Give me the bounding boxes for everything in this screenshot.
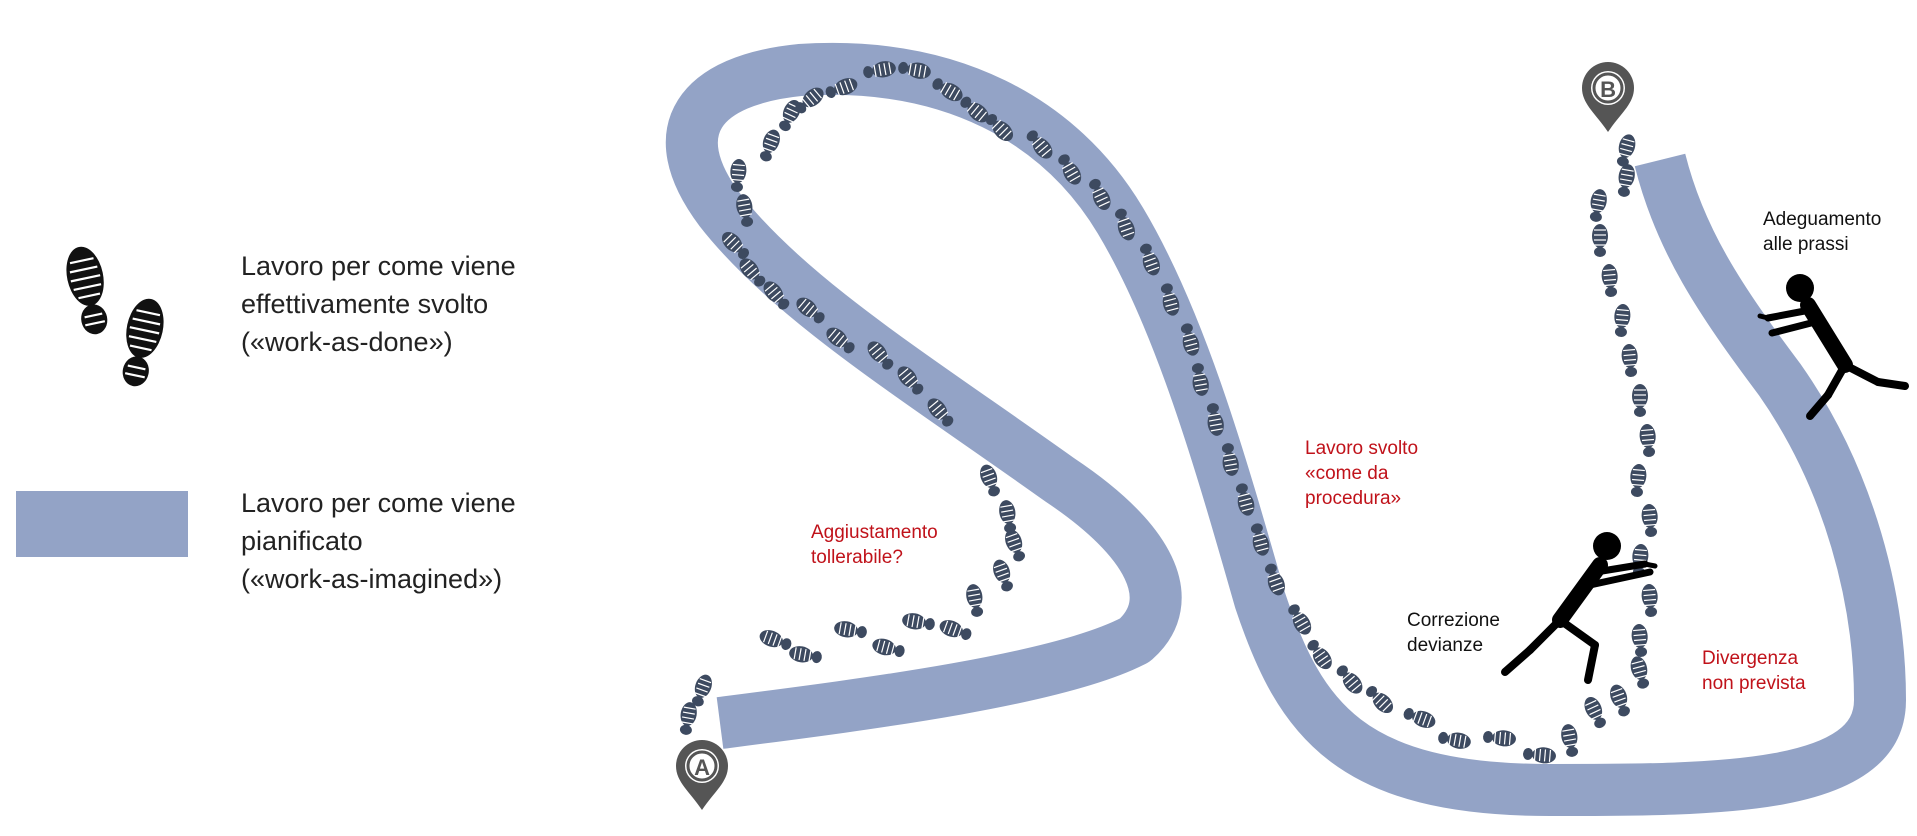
footprint-icon	[985, 113, 1014, 142]
footprint-icon	[1592, 224, 1608, 257]
footprint-icon	[939, 620, 972, 640]
footprint-icon	[1614, 304, 1631, 337]
footprint-icon	[1250, 523, 1270, 556]
footprint-icon	[1617, 164, 1635, 197]
footprint-icon	[999, 500, 1017, 533]
footprint-icon	[1058, 154, 1082, 185]
footprint-icon	[1191, 363, 1209, 396]
footprint-icon	[960, 96, 989, 123]
footprint-icon	[1616, 134, 1636, 167]
footprint-icon	[1483, 730, 1516, 747]
footprint-icon	[1641, 584, 1658, 617]
footprint-icon	[795, 87, 824, 114]
footprint-icon	[834, 621, 867, 639]
footprint-icon	[1235, 483, 1255, 516]
footprint-icon	[867, 341, 894, 370]
footprint-icon	[760, 129, 780, 162]
annotation-adjustment: Aggiustamento tollerabile?	[811, 522, 938, 568]
annotation-alignment: Adeguamento alle prassi	[1763, 209, 1882, 255]
footprint-icon	[1632, 384, 1648, 417]
footprint-icon	[721, 231, 750, 260]
footprint-icon	[966, 584, 984, 617]
footprint-icon	[1403, 708, 1436, 728]
annotation-procedure: Lavoro svolto «come da procedura»	[1305, 438, 1419, 509]
footprint-icon	[736, 194, 754, 227]
start-marker: A	[676, 740, 728, 810]
footprint-icon	[1265, 563, 1285, 596]
footprint-icon	[1160, 283, 1180, 316]
footprint-icon	[1288, 604, 1312, 635]
footprint-icon	[739, 258, 766, 287]
footprint-icon	[1601, 264, 1618, 297]
footprint-icon	[980, 464, 1000, 497]
footprint-icon	[1589, 189, 1607, 222]
footprint-icon	[872, 638, 905, 658]
footprint-icon	[1089, 178, 1111, 211]
end-marker: B	[1582, 62, 1634, 132]
footprint-icon	[796, 297, 825, 324]
footprint-icon	[1115, 208, 1135, 241]
footprint-icon	[932, 78, 963, 102]
footprints-icon	[66, 246, 164, 387]
footprint-icon	[1630, 464, 1647, 497]
footprint-icon	[1206, 403, 1224, 436]
pushing-figure-alignment-icon	[1757, 274, 1909, 420]
footprint-trail	[679, 61, 1658, 764]
footprint-icon	[897, 366, 924, 395]
legend-done-label: Lavoro per come viene effettivamente svo…	[241, 251, 516, 357]
footprint-icon	[692, 674, 712, 707]
footprint-icon	[1631, 624, 1648, 657]
footprint-icon	[1140, 243, 1160, 276]
footprint-icon	[993, 559, 1013, 592]
legend-imagined-label: Lavoro per come viene pianificato («work…	[241, 488, 516, 594]
right-footprint	[122, 298, 164, 387]
footprint-icon	[1584, 696, 1606, 729]
footprint-icon	[730, 159, 747, 192]
footprint-icon	[1523, 747, 1556, 764]
footprint-icon	[759, 630, 792, 650]
footprint-icon	[1026, 130, 1053, 159]
footprint-icon	[826, 327, 855, 354]
footprint-icon	[789, 646, 822, 664]
start-marker-label: A	[694, 755, 710, 780]
footprint-icon	[763, 281, 790, 310]
footprint-icon	[898, 61, 931, 79]
footprint-icon	[1336, 665, 1363, 694]
footprint-icon	[927, 398, 954, 427]
annotation-correction: Correzione devianze	[1407, 610, 1500, 656]
left-footprint	[66, 246, 108, 335]
footprint-icon	[1639, 424, 1656, 457]
footprint-icon	[902, 613, 935, 631]
footprint-icon	[1365, 685, 1394, 714]
footprint-icon	[825, 78, 858, 98]
end-marker-label: B	[1600, 77, 1616, 102]
footprint-icon	[1005, 529, 1025, 562]
footprint-icon	[1641, 504, 1658, 537]
footprint-icon	[1610, 684, 1630, 717]
footprint-icon	[1621, 344, 1638, 377]
footprint-icon	[1438, 731, 1471, 749]
footprint-icon	[863, 61, 896, 79]
footprint-icon	[1307, 639, 1332, 670]
footprint-icon	[1561, 724, 1579, 757]
footprint-icon	[1630, 656, 1650, 689]
legend-imagined-swatch	[16, 491, 188, 557]
pushing-figure-correction-icon	[1501, 532, 1658, 684]
footprint-icon	[679, 702, 697, 735]
annotation-divergence: Divergenza non prevista	[1702, 648, 1806, 694]
footprint-icon	[1221, 443, 1239, 476]
footprint-icon	[1180, 323, 1200, 356]
